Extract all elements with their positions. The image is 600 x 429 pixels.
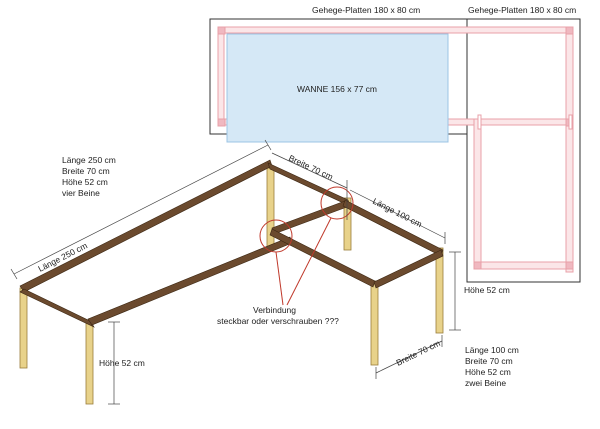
label-short-height: Höhe 52 cm — [464, 285, 510, 295]
connection-subtitle: steckbar oder verschrauben ??? — [217, 316, 339, 326]
label-long-height: Höhe 52 cm — [99, 358, 145, 368]
connection-markers — [259, 186, 354, 306]
spec-short-line: Breite 70 cm — [465, 356, 513, 366]
rail-long-back — [19, 159, 273, 293]
dim-width-top — [271, 152, 348, 189]
rail-length100-front — [269, 228, 376, 288]
tub-rect — [226, 33, 449, 143]
connection-leader-left — [275, 251, 284, 306]
plate-pins — [477, 114, 573, 130]
rail-left-end — [19, 288, 95, 328]
leg-front-left — [19, 287, 28, 369]
label-short-width: Breite 70 cm — [394, 338, 441, 368]
spec-long-line: Höhe 52 cm — [62, 177, 108, 187]
spec-short-line: zwei Beine — [465, 378, 506, 388]
leg-front-right — [370, 280, 379, 366]
leg-back-right — [343, 197, 352, 251]
dim-length-100 — [349, 189, 446, 239]
spec-long-line: vier Beine — [62, 188, 100, 198]
spec-long-line: Länge 250 cm — [62, 155, 116, 165]
spec-long-line: Breite 70 cm — [62, 166, 110, 176]
connection-circle-right — [320, 186, 354, 220]
dim-long-250 — [13, 144, 269, 275]
right-plate-label: Gehege-Platten 180 x 80 cm — [468, 5, 576, 15]
tub-label: WANNE 156 x 77 cm — [297, 84, 377, 94]
plates-group: Gehege-Platten 180 x 80 cm Gehege-Platte… — [209, 5, 581, 283]
table-top-frame — [19, 159, 444, 328]
rail-right-end — [373, 249, 444, 289]
spec-short-line: Länge 100 cm — [465, 345, 519, 355]
leg-right-end — [435, 247, 444, 334]
right-plate-outline — [466, 18, 581, 283]
spec-long-table: Länge 250 cm Breite 70 cm Höhe 52 cm vie… — [62, 155, 116, 198]
connection-leader-right — [286, 217, 332, 306]
connection-title: Verbindung — [253, 305, 296, 315]
dim-width-bottom — [375, 340, 443, 374]
spec-short-line: Höhe 52 cm — [465, 367, 511, 377]
right-plate-frame — [473, 26, 574, 273]
dimension-lines — [10, 139, 461, 405]
left-plate-label: Gehege-Platten 180 x 80 cm — [312, 5, 420, 15]
leg-front-middle — [85, 319, 94, 405]
spec-short-table: Länge 100 cm Breite 70 cm Höhe 52 cm zwe… — [465, 345, 519, 388]
rail-joint-inner — [271, 200, 348, 235]
